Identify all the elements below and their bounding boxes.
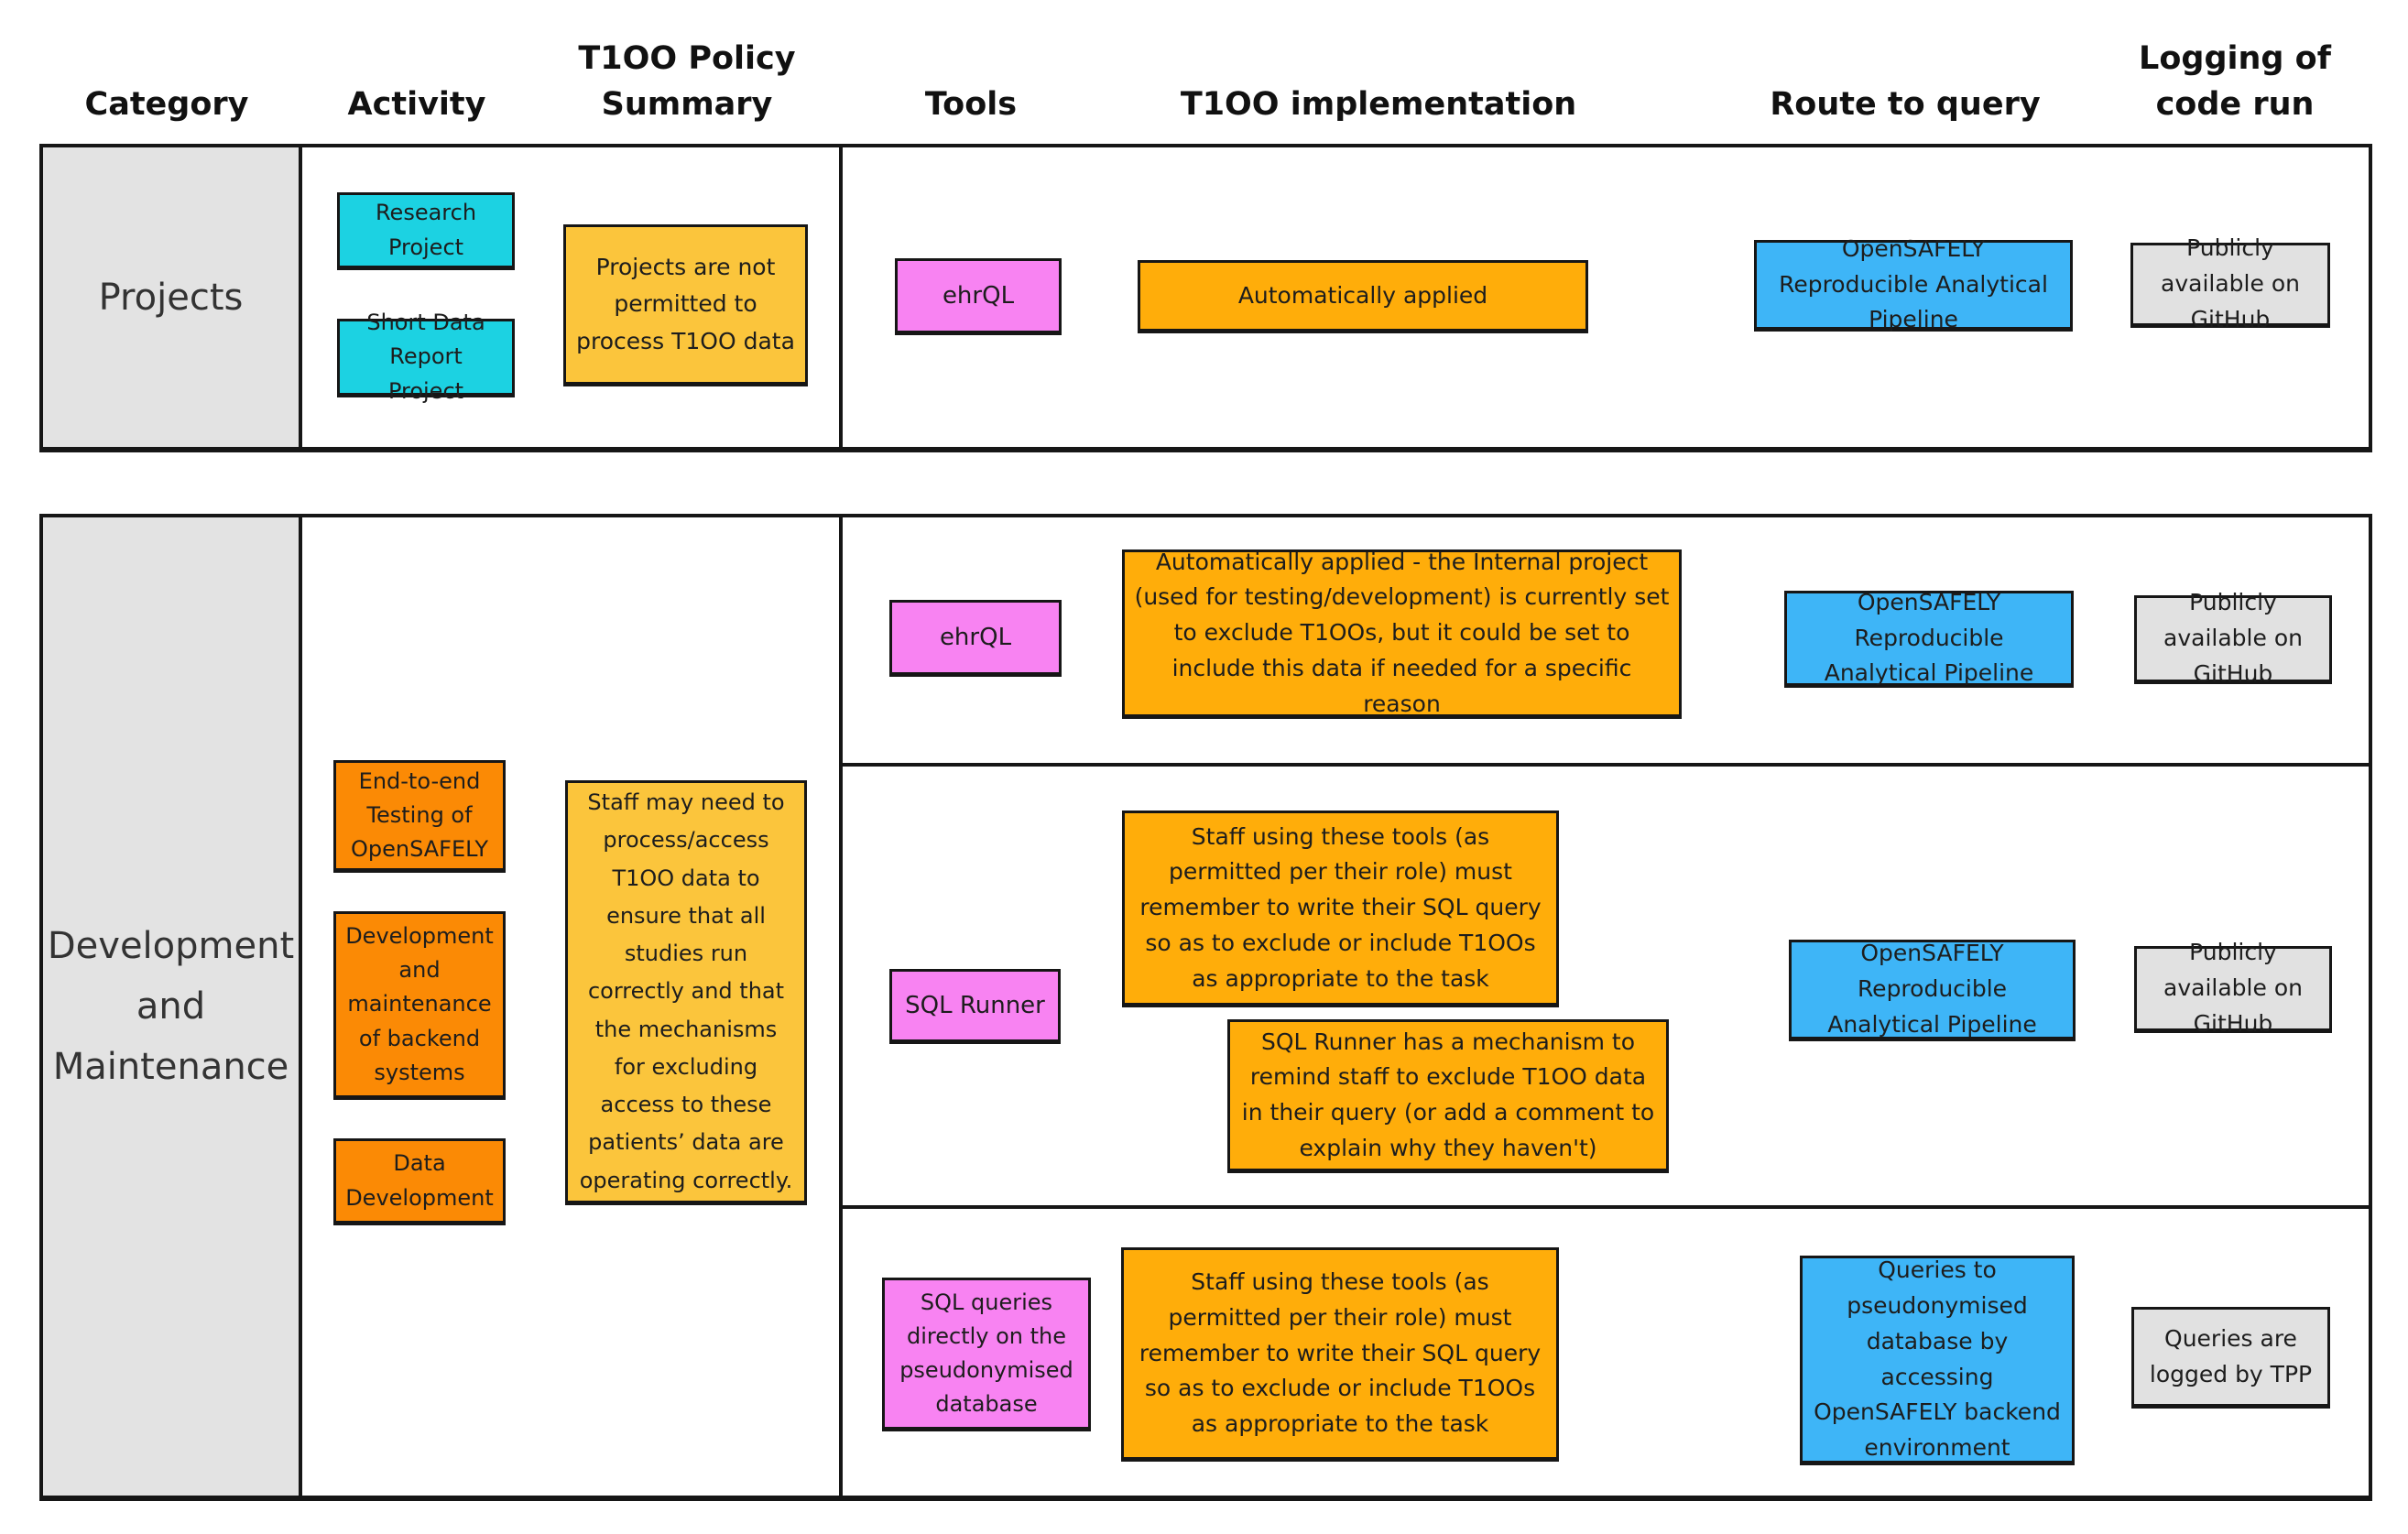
tool-box-sql-direct: SQL queries directly on the pseudonymise…: [882, 1278, 1091, 1431]
projects-policy-summary-box: Projects are not permitted to process T1…: [563, 224, 808, 386]
activity-box-research-project: Research Project: [337, 192, 515, 270]
implementation-box-sql-direct: Staff using these tools (as permitted pe…: [1121, 1247, 1559, 1462]
development-category-label: Development and Maintenance: [47, 925, 295, 1088]
logging-box-projects: Publicly available on GitHub: [2130, 234, 2330, 332]
projects-category-cell: Projects: [39, 144, 302, 452]
implementation-box-sql-runner-note-2: SQL Runner has a mechanism to remind sta…: [1227, 1019, 1669, 1173]
route-box-projects: OpenSAFELY Reproducible Analytical Pipel…: [1754, 235, 2073, 332]
column-header-logging: Logging of code run: [2139, 39, 2331, 124]
activity-box-backend-systems: Development and maintenance of backend s…: [333, 911, 506, 1100]
development-tools-divider: [839, 514, 843, 1501]
development-subrow-divider-1: [839, 763, 2372, 767]
development-policy-summary-box: Staff may need to process/access T1OO da…: [565, 780, 807, 1205]
projects-category-label: Projects: [98, 276, 244, 319]
development-category-cell: Development and Maintenance: [39, 514, 302, 1501]
implementation-box-ehrql-development: Automatically applied - the Internal pro…: [1122, 549, 1682, 719]
route-box-sql-direct: Queries to pseudonymised database by acc…: [1800, 1256, 2075, 1465]
column-header-policy-summary: T1OO Policy Summary: [578, 39, 796, 124]
implementation-box-projects: Automatically applied: [1138, 260, 1588, 333]
column-header-route: Route to query: [1770, 86, 2041, 124]
column-header-category: Category: [84, 86, 249, 124]
logging-box-ehrql-development: Publicly available on GitHub: [2134, 589, 2332, 687]
tool-box-sql-runner: SQL Runner: [889, 969, 1061, 1044]
activity-box-short-data-report: Short Data Report Project: [337, 310, 515, 404]
column-header-implementation: T1OO implementation: [1180, 86, 1577, 124]
implementation-box-sql-runner-note-1: Staff using these tools (as permitted pe…: [1122, 811, 1559, 1007]
route-box-sql-runner: OpenSAFELY Reproducible Analytical Pipel…: [1789, 940, 2076, 1041]
projects-tools-divider: [839, 144, 843, 452]
activity-box-data-development: Data Development: [333, 1138, 506, 1225]
logging-box-sql-direct: Queries are logged by TPP: [2131, 1307, 2330, 1409]
tool-box-ehrql-projects: ehrQL: [895, 258, 1062, 335]
column-header-tools: Tools: [924, 86, 1018, 124]
tool-box-ehrql-development: ehrQL: [889, 600, 1062, 677]
logging-box-sql-runner: Publicly available on GitHub: [2134, 939, 2332, 1037]
column-header-activity: Activity: [347, 86, 486, 124]
activity-box-end-to-end-testing: End-to-end Testing of OpenSAFELY: [333, 760, 506, 873]
development-subrow-divider-2: [839, 1205, 2372, 1209]
route-box-ehrql-development: OpenSAFELY Reproducible Analytical Pipel…: [1784, 589, 2074, 688]
